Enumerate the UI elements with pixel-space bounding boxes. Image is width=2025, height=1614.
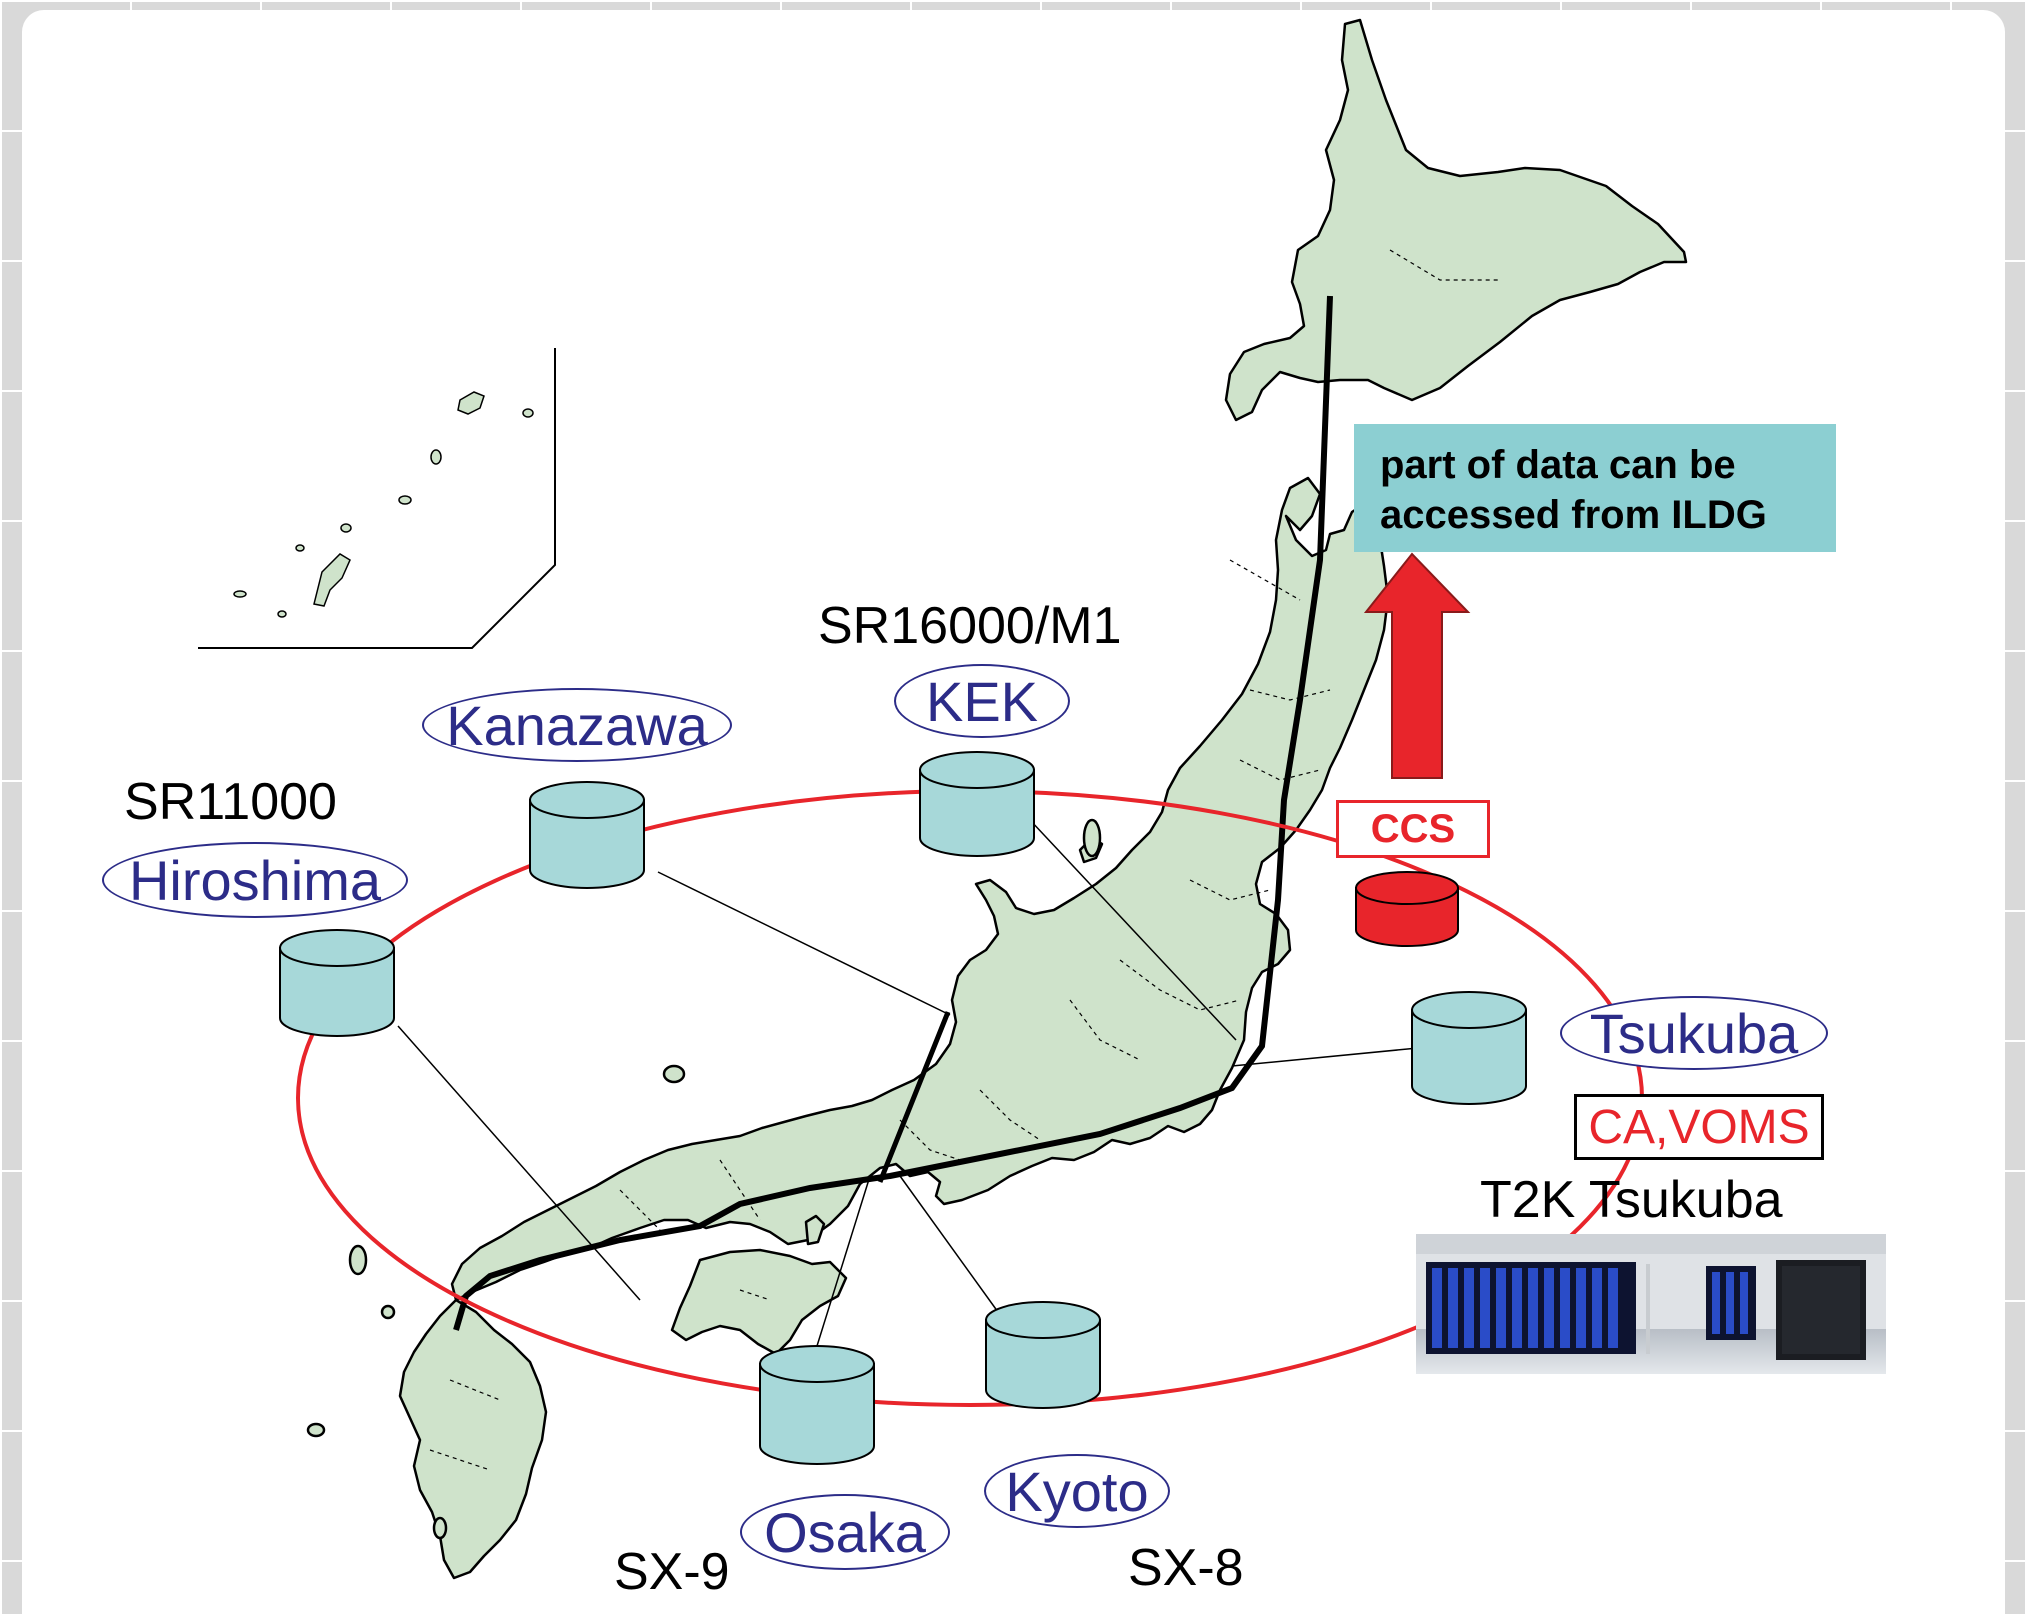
system-label-kek: SR16000/M1 [818,597,1122,655]
prefecture-borders [429,249,1500,1471]
disk-kyoto-icon [985,1301,1101,1409]
disk-kek-icon [919,751,1035,857]
system-label-hiroshima: SR11000 [124,773,337,831]
disk-tsukuba-icon [1411,991,1527,1105]
backbone-line [453,295,1333,1331]
ildg-arrow-icon [1363,552,1471,779]
disk-kanazawa-icon [529,781,645,889]
japan-land [306,18,1688,1580]
system-label-kyoto: SX-8 [1128,1539,1244,1597]
branch-line [877,1011,951,1183]
system-label-osaka: SX-9 [614,1543,730,1601]
callout-line-2: accessed from ILDG [1380,493,1767,537]
ildg-callout: part of data can be accessed from ILDG [1354,424,1836,552]
disk-ccs-icon [1355,871,1459,947]
site-label-kyoto: Kyoto [984,1454,1170,1528]
disk-osaka-icon [759,1345,875,1465]
ca-voms-box: CA,VOMS [1574,1094,1824,1160]
site-label-hiroshima: Hiroshima [102,842,408,918]
t2k-tsukuba-photo [1416,1234,1886,1374]
callout-line-1: part of data can be [1380,443,1736,487]
ccs-label: CCS [1336,800,1490,858]
spoke-lines [397,819,1419,1363]
disk-hiroshima-icon [279,929,395,1037]
inset-frame [198,348,556,649]
system-label-tsukuba: T2K Tsukuba [1480,1171,1783,1229]
site-label-tsukuba: Tsukuba [1560,996,1828,1070]
site-label-kek: KEK [894,664,1070,738]
site-label-osaka: Osaka [740,1494,950,1570]
site-label-kanazawa: Kanazawa [422,688,732,762]
okinawa-islands [233,391,534,618]
